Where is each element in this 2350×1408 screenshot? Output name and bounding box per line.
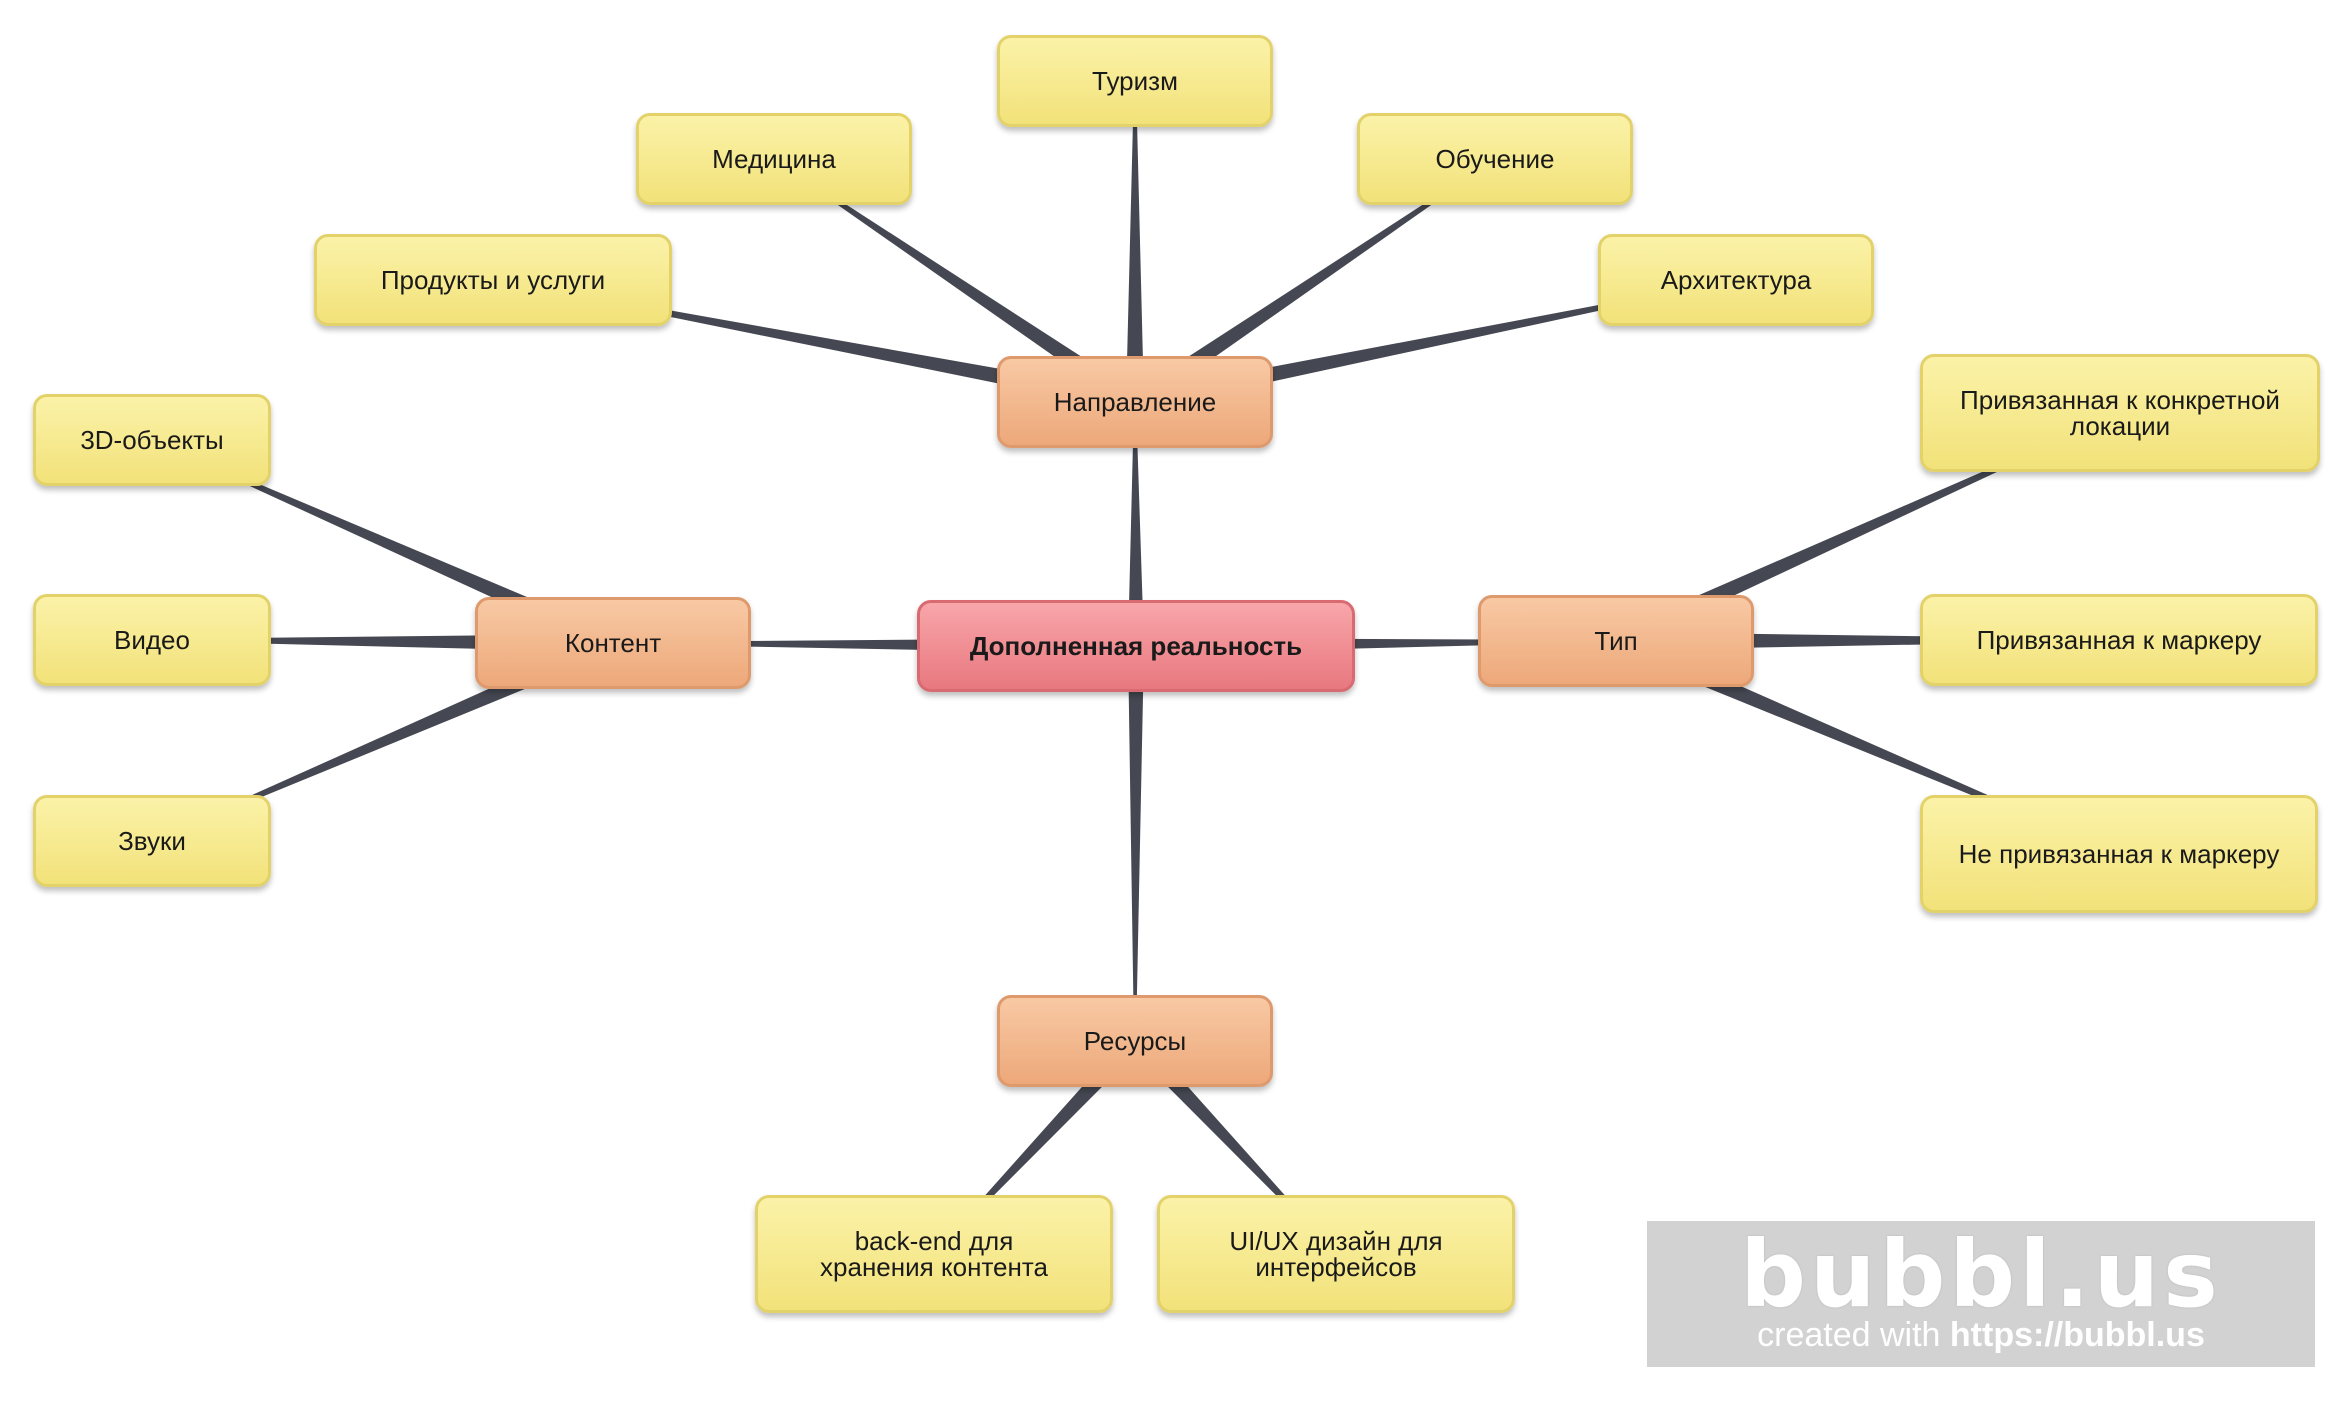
connector-b-dir-l-learning — [1129, 158, 1496, 410]
leaf-node-label: Продукты и услуги — [380, 265, 606, 295]
leaf-node-uiux[interactable]: UI/UX дизайн для интерфейсов — [1157, 1195, 1515, 1313]
leaf-node-label: Туризм — [1092, 66, 1178, 96]
leaf-node-label: Видео — [114, 625, 190, 655]
leaf-node-label: UI/UX дизайн для интерфейсов — [1229, 1226, 1443, 1282]
connector-b-dir-l-arch — [1133, 279, 1737, 411]
leaf-node-label: Архитектура — [1660, 265, 1812, 295]
watermark-caption: created with https://bubbl.us — [1647, 1316, 2315, 1355]
leaf-node-marker[interactable]: Привязанная к маркеру — [1920, 594, 2318, 686]
leaf-node-label: 3D-объекты — [80, 425, 224, 455]
leaf-node-label: Не привязанная к маркеру — [1958, 839, 2280, 869]
leaf-node-label: Привязанная к конкретной локации — [1960, 385, 2280, 441]
branch-node-type[interactable]: Тип — [1478, 595, 1754, 687]
leaf-node-products[interactable]: Продукты и услуги — [314, 234, 672, 326]
watermark-url[interactable]: https://bubbl.us — [1949, 1316, 2205, 1354]
watermark-prefix: created with — [1757, 1316, 1950, 1354]
leaf-node-label: Привязанная к маркеру — [1976, 625, 2262, 655]
leaf-node-label: Медицина — [712, 144, 836, 174]
leaf-node-medicine[interactable]: Медицина — [636, 113, 912, 205]
leaf-node-label: Звуки — [118, 826, 186, 856]
branch-node-label: Тип — [1594, 626, 1638, 656]
leaf-node-no-marker[interactable]: Не привязанная к маркеру — [1920, 795, 2318, 913]
branch-node-direction[interactable]: Направление — [997, 356, 1273, 448]
leaf-node-tourism[interactable]: Туризм — [997, 35, 1273, 127]
leaf-node-label: Обучение — [1435, 144, 1555, 174]
connector-b-dir-l-tourism — [1126, 81, 1144, 402]
connector-b-dir-l-medicine — [773, 158, 1141, 410]
connector-root-b-res — [1128, 645, 1144, 1042]
leaf-node-architecture[interactable]: Архитектура — [1598, 234, 1874, 326]
branch-node-label: Направление — [1053, 387, 1217, 417]
branch-node-label: Контент — [564, 628, 662, 658]
leaf-node-3d-objects[interactable]: 3D-объекты — [33, 394, 271, 486]
leaf-node-label: back-end для хранения контента — [820, 1226, 1048, 1282]
leaf-node-location[interactable]: Привязанная к конкретной локации — [1920, 354, 2320, 472]
leaf-node-video[interactable]: Видео — [33, 594, 271, 686]
leaf-node-backend[interactable]: back-end для хранения контента — [755, 1195, 1113, 1313]
root-node[interactable]: Дополненная реальность — [917, 600, 1355, 692]
branch-node-label: Ресурсы — [1083, 1026, 1187, 1056]
bubblus-logo: bubbl.us — [1740, 1221, 2222, 1328]
branch-node-content[interactable]: Контент — [475, 597, 751, 689]
connector-root-b-dir — [1128, 401, 1144, 647]
leaf-node-sounds[interactable]: Звуки — [33, 795, 271, 887]
watermark-banner: bubbl.us created with https://bubbl.us — [1647, 1221, 2315, 1367]
branch-node-resources[interactable]: Ресурсы — [997, 995, 1273, 1087]
root-node-label: Дополненная реальность — [969, 631, 1303, 661]
leaf-node-learning[interactable]: Обучение — [1357, 113, 1633, 205]
